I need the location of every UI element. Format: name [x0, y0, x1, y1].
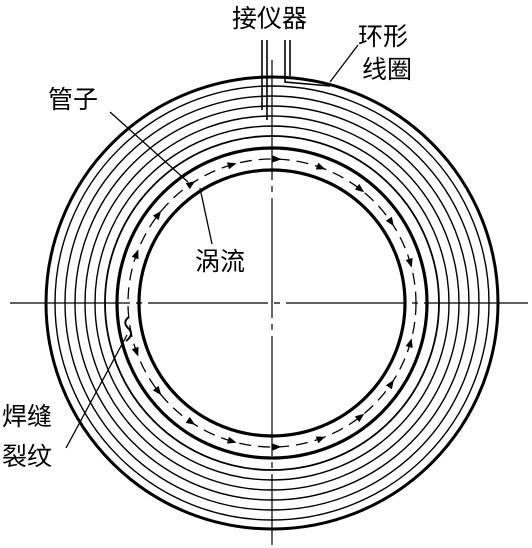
center-lines: [10, 60, 528, 545]
eddy-arrow: [385, 379, 394, 390]
lead-wire-right: [284, 40, 331, 87]
coil-inner-ring: [104, 135, 440, 471]
leader-crack: [65, 334, 128, 449]
coil-winding: [54, 85, 490, 521]
eddy-arrow: [185, 181, 196, 190]
eddy-arrow: [152, 385, 162, 396]
eddy-arrow: [315, 162, 326, 170]
eddy-arrow: [226, 436, 237, 444]
eddy-current-loop: [127, 158, 417, 448]
coil-winding: [84, 115, 460, 491]
instrument-label: 接仪器: [232, 4, 307, 33]
eddy-arrow: [385, 216, 394, 227]
coil-outer-ring: [44, 75, 500, 531]
crack-label-line2: 裂纹: [2, 442, 52, 471]
eddy-arrow: [405, 338, 413, 349]
eddy-label: 涡流: [195, 247, 245, 276]
eddy-arrow: [185, 416, 196, 425]
lead-wires: [261, 40, 331, 120]
leader-tube: [109, 111, 189, 183]
eddy-arrow: [272, 443, 282, 451]
tube-inner-wall: [137, 168, 407, 438]
tube-outer-wall: [115, 146, 429, 460]
coil-label-line2: 线圈: [362, 55, 412, 84]
coil-winding: [64, 95, 480, 511]
weld-crack: [124, 316, 132, 342]
eddy-current-path: [127, 155, 417, 451]
eddy-arrow: [354, 413, 365, 423]
tube: [115, 146, 429, 460]
eddy-arrow: [131, 249, 139, 260]
eddy-arrow: [354, 183, 365, 193]
eddy-arrow: [226, 162, 237, 170]
leader-eddy: [199, 187, 213, 245]
eddy-arrow: [131, 346, 139, 357]
leader-lines: [65, 44, 359, 449]
eddy-arrow: [152, 210, 162, 221]
eddy-arrow: [405, 257, 413, 268]
crack-label-line1: 焊缝: [2, 402, 52, 431]
leader-coil: [329, 44, 359, 83]
coil-winding: [74, 105, 470, 501]
tube-label: 管子: [48, 85, 98, 114]
coil-winding: [94, 125, 450, 481]
eddy-arrow: [272, 155, 282, 163]
coil-label-line1: 环形: [358, 22, 408, 51]
eddy-arrow: [315, 436, 326, 444]
encircling-coil: [44, 75, 500, 531]
